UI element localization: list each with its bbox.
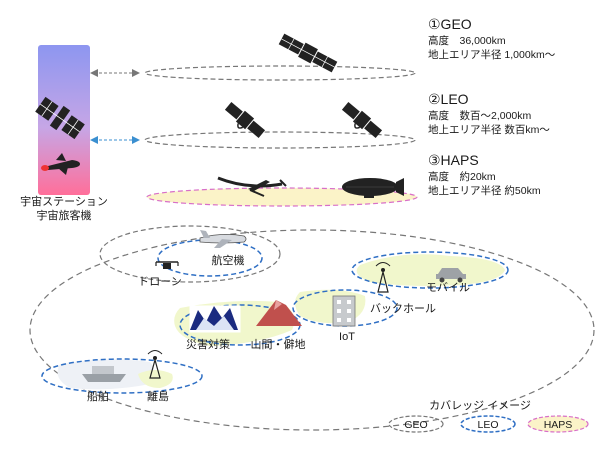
- mobile-leo-ellipse: [351, 251, 509, 289]
- space-plane-icon: [41, 153, 80, 175]
- station-label-line1: 宇宙ステーション: [20, 194, 108, 208]
- leo-altitude: 高度 数百～2,000km: [428, 109, 532, 122]
- altitude-gradient-bar: [38, 45, 90, 195]
- haps-aircraft-icon: [217, 176, 287, 197]
- label-iot: IoT: [339, 331, 355, 343]
- legend-geo-label: GEO: [404, 419, 427, 431]
- leo-orbit-ellipse: [144, 131, 416, 149]
- aircraft-leo-ellipse: [157, 239, 263, 277]
- geo-title: ①GEO: [428, 16, 472, 32]
- haps-area-radius: 地上エリア半径 約50km: [428, 184, 541, 197]
- legend-title: カバレッジ イメージ: [429, 399, 531, 412]
- leo-satellite-icon-2: [341, 102, 383, 138]
- haps-altitude: 高度 約20km: [428, 170, 496, 183]
- airplane-icon: [199, 230, 247, 248]
- legend-haps-label: HAPS: [544, 419, 573, 431]
- label-aircraft: 航空機: [212, 253, 245, 267]
- geo-area-radius: 地上エリア半径 1,000km～: [428, 48, 556, 61]
- legend-leo-swatch: [460, 415, 516, 433]
- ship-icon: [82, 366, 126, 382]
- label-island: 離島: [147, 389, 169, 403]
- airship-icon: [342, 178, 404, 198]
- sky-geo-ellipse: [99, 225, 281, 283]
- geo-satellite-icon: [278, 33, 338, 73]
- legend: GEO LEO HAPS: [388, 415, 589, 433]
- legend-geo-swatch: [388, 415, 444, 433]
- haps-title: ③HAPS: [428, 152, 479, 168]
- ship-leo-ellipse: [41, 358, 203, 394]
- leo-title: ②LEO: [428, 91, 469, 107]
- building-icon: [332, 295, 356, 327]
- leo-satellite-icon-1: [224, 102, 266, 138]
- legend-leo-label: LEO: [477, 419, 498, 431]
- label-drone: ドローン: [138, 276, 181, 288]
- disaster-icon: [189, 305, 241, 333]
- leo-area-radius: 地上エリア半径 数百km～: [428, 123, 550, 136]
- geo-orbit-ellipse: [144, 65, 416, 81]
- space-station-icon: [35, 96, 85, 140]
- geo-altitude: 高度 36,000km: [428, 34, 506, 47]
- car-icon: [436, 268, 466, 283]
- legend-haps-swatch: [527, 415, 589, 433]
- station-label-line2: 宇宙旅客機: [37, 208, 92, 222]
- drone-icon: [155, 261, 179, 269]
- geo-coverage-ellipse: [29, 229, 595, 431]
- label-ship: 船舶: [87, 389, 109, 403]
- antenna-mobile-icon: [375, 262, 391, 293]
- mountain-icon: [256, 300, 302, 326]
- label-mountain: 山間・僻地: [251, 337, 306, 351]
- antenna-island-icon: [147, 350, 163, 379]
- label-mobile: モバイル: [426, 281, 470, 294]
- label-disaster: 災害対策: [186, 337, 230, 351]
- label-backhaul: バックホール: [370, 302, 436, 315]
